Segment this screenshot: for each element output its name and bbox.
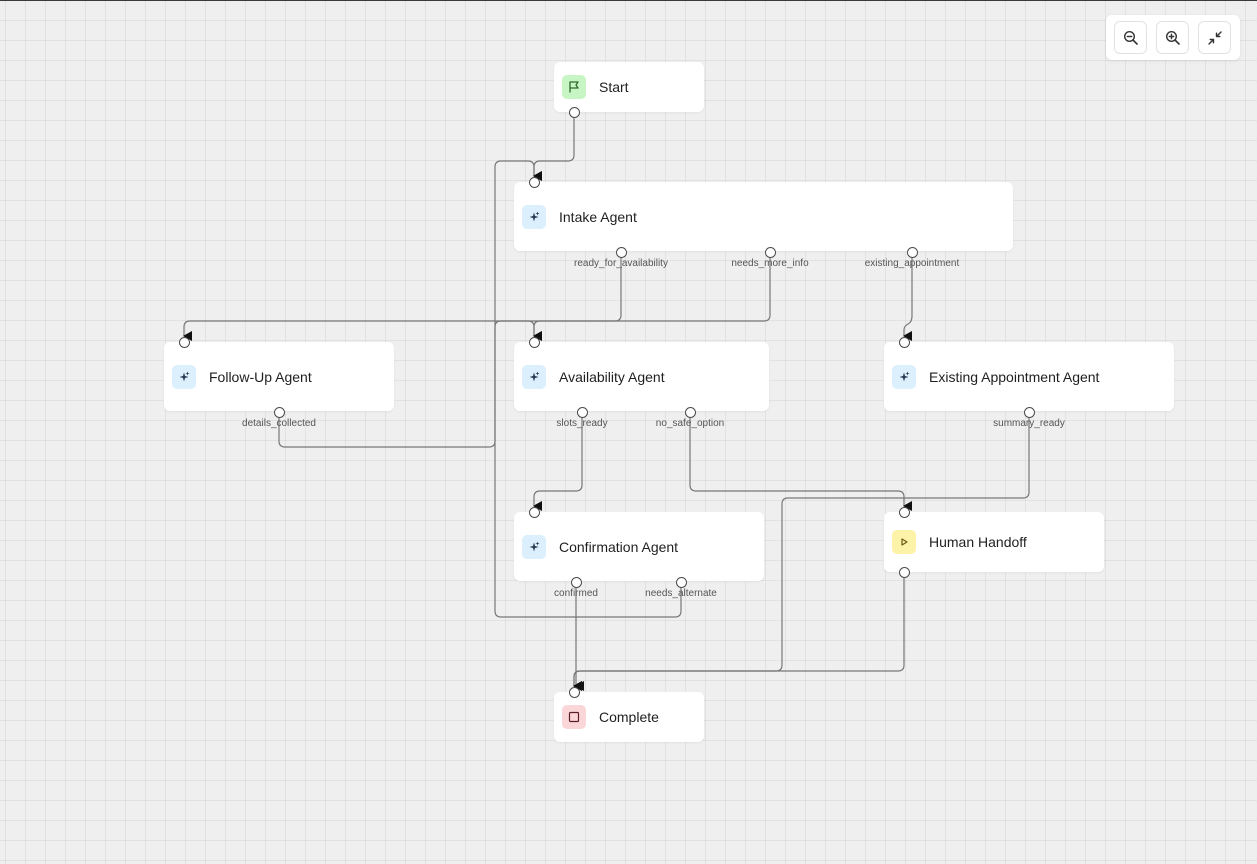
node-label: Availability Agent <box>559 368 665 385</box>
input-port-intake[interactable] <box>528 176 540 188</box>
output-port-no-safe-option[interactable] <box>684 406 696 418</box>
node-label: Existing Appointment Agent <box>929 368 1100 385</box>
edge-handoff-complete <box>573 577 905 691</box>
node-label: Follow-Up Agent <box>209 368 312 385</box>
sparkle-icon <box>522 534 546 559</box>
flag-icon <box>562 75 586 99</box>
port-label-summary-ready: summary_ready <box>993 418 1065 429</box>
minimize-icon <box>1207 30 1222 45</box>
sparkle-icon <box>522 204 546 229</box>
edge-slots-confirmation <box>533 417 583 511</box>
port-label-no-safe-option: no_safe_option <box>655 418 725 429</box>
output-port-confirmed[interactable] <box>570 576 582 588</box>
node-existing-appointment-agent[interactable]: Existing Appointment Agent <box>884 342 1174 411</box>
node-start[interactable]: Start <box>554 62 704 112</box>
node-label: Complete <box>599 709 659 725</box>
node-label: Human Handoff <box>929 534 1027 550</box>
zoom-in-icon <box>1165 30 1180 45</box>
zoom-out-button[interactable] <box>1114 21 1147 54</box>
zoom-out-icon <box>1123 30 1138 45</box>
sparkle-icon <box>522 364 546 389</box>
node-label: Start <box>599 79 629 95</box>
play-icon <box>892 530 916 554</box>
top-border <box>0 0 1257 1</box>
fit-view-button[interactable] <box>1198 21 1231 54</box>
edge-nosafe-handoff <box>689 417 912 511</box>
port-label-existing-appointment: existing_appointment <box>864 258 960 269</box>
output-port-ready-for-availability[interactable] <box>615 246 627 258</box>
input-port-handoff[interactable] <box>898 506 910 518</box>
input-port-complete[interactable] <box>568 686 580 698</box>
node-intake-agent[interactable]: Intake Agent <box>514 182 1013 251</box>
node-follow-up-agent[interactable]: Follow-Up Agent <box>164 342 394 411</box>
edge-ready-followup <box>183 257 622 341</box>
node-complete[interactable]: Complete <box>554 692 704 742</box>
node-label: Confirmation Agent <box>559 538 679 555</box>
port-label-details-collected: details_collected <box>242 418 316 429</box>
stop-icon <box>562 705 586 729</box>
edge-start-intake <box>533 117 575 181</box>
output-port-summary-ready[interactable] <box>1023 406 1035 418</box>
port-label-needs-more-info: needs_more_info <box>731 258 809 269</box>
output-port-details-collected[interactable] <box>273 406 285 418</box>
output-port-needs-more-info[interactable] <box>764 246 776 258</box>
output-port-existing-appointment[interactable] <box>906 246 918 258</box>
port-label-needs-alternate: needs_alternate <box>645 588 717 599</box>
output-port-handoff[interactable] <box>898 566 910 578</box>
port-label-slots-ready: slots_ready <box>556 418 608 429</box>
node-label: Intake Agent <box>559 208 637 225</box>
input-port-confirmation[interactable] <box>528 506 540 518</box>
input-port-availability[interactable] <box>528 336 540 348</box>
port-label-confirmed: confirmed <box>554 588 598 599</box>
sparkle-icon <box>172 364 196 389</box>
output-port-slots-ready[interactable] <box>576 406 588 418</box>
port-label-ready-for-availability: ready_for_availability <box>574 258 668 269</box>
sparkle-icon <box>892 364 916 389</box>
node-human-handoff[interactable]: Human Handoff <box>884 512 1104 572</box>
output-port-start[interactable] <box>568 106 580 118</box>
node-availability-agent[interactable]: Availability Agent <box>514 342 769 411</box>
input-port-existing[interactable] <box>898 336 910 348</box>
zoom-controls <box>1106 15 1240 60</box>
zoom-in-button[interactable] <box>1156 21 1189 54</box>
output-port-needs-alternate[interactable] <box>675 576 687 588</box>
node-confirmation-agent[interactable]: Confirmation Agent <box>514 512 764 581</box>
input-port-follow-up[interactable] <box>178 336 190 348</box>
